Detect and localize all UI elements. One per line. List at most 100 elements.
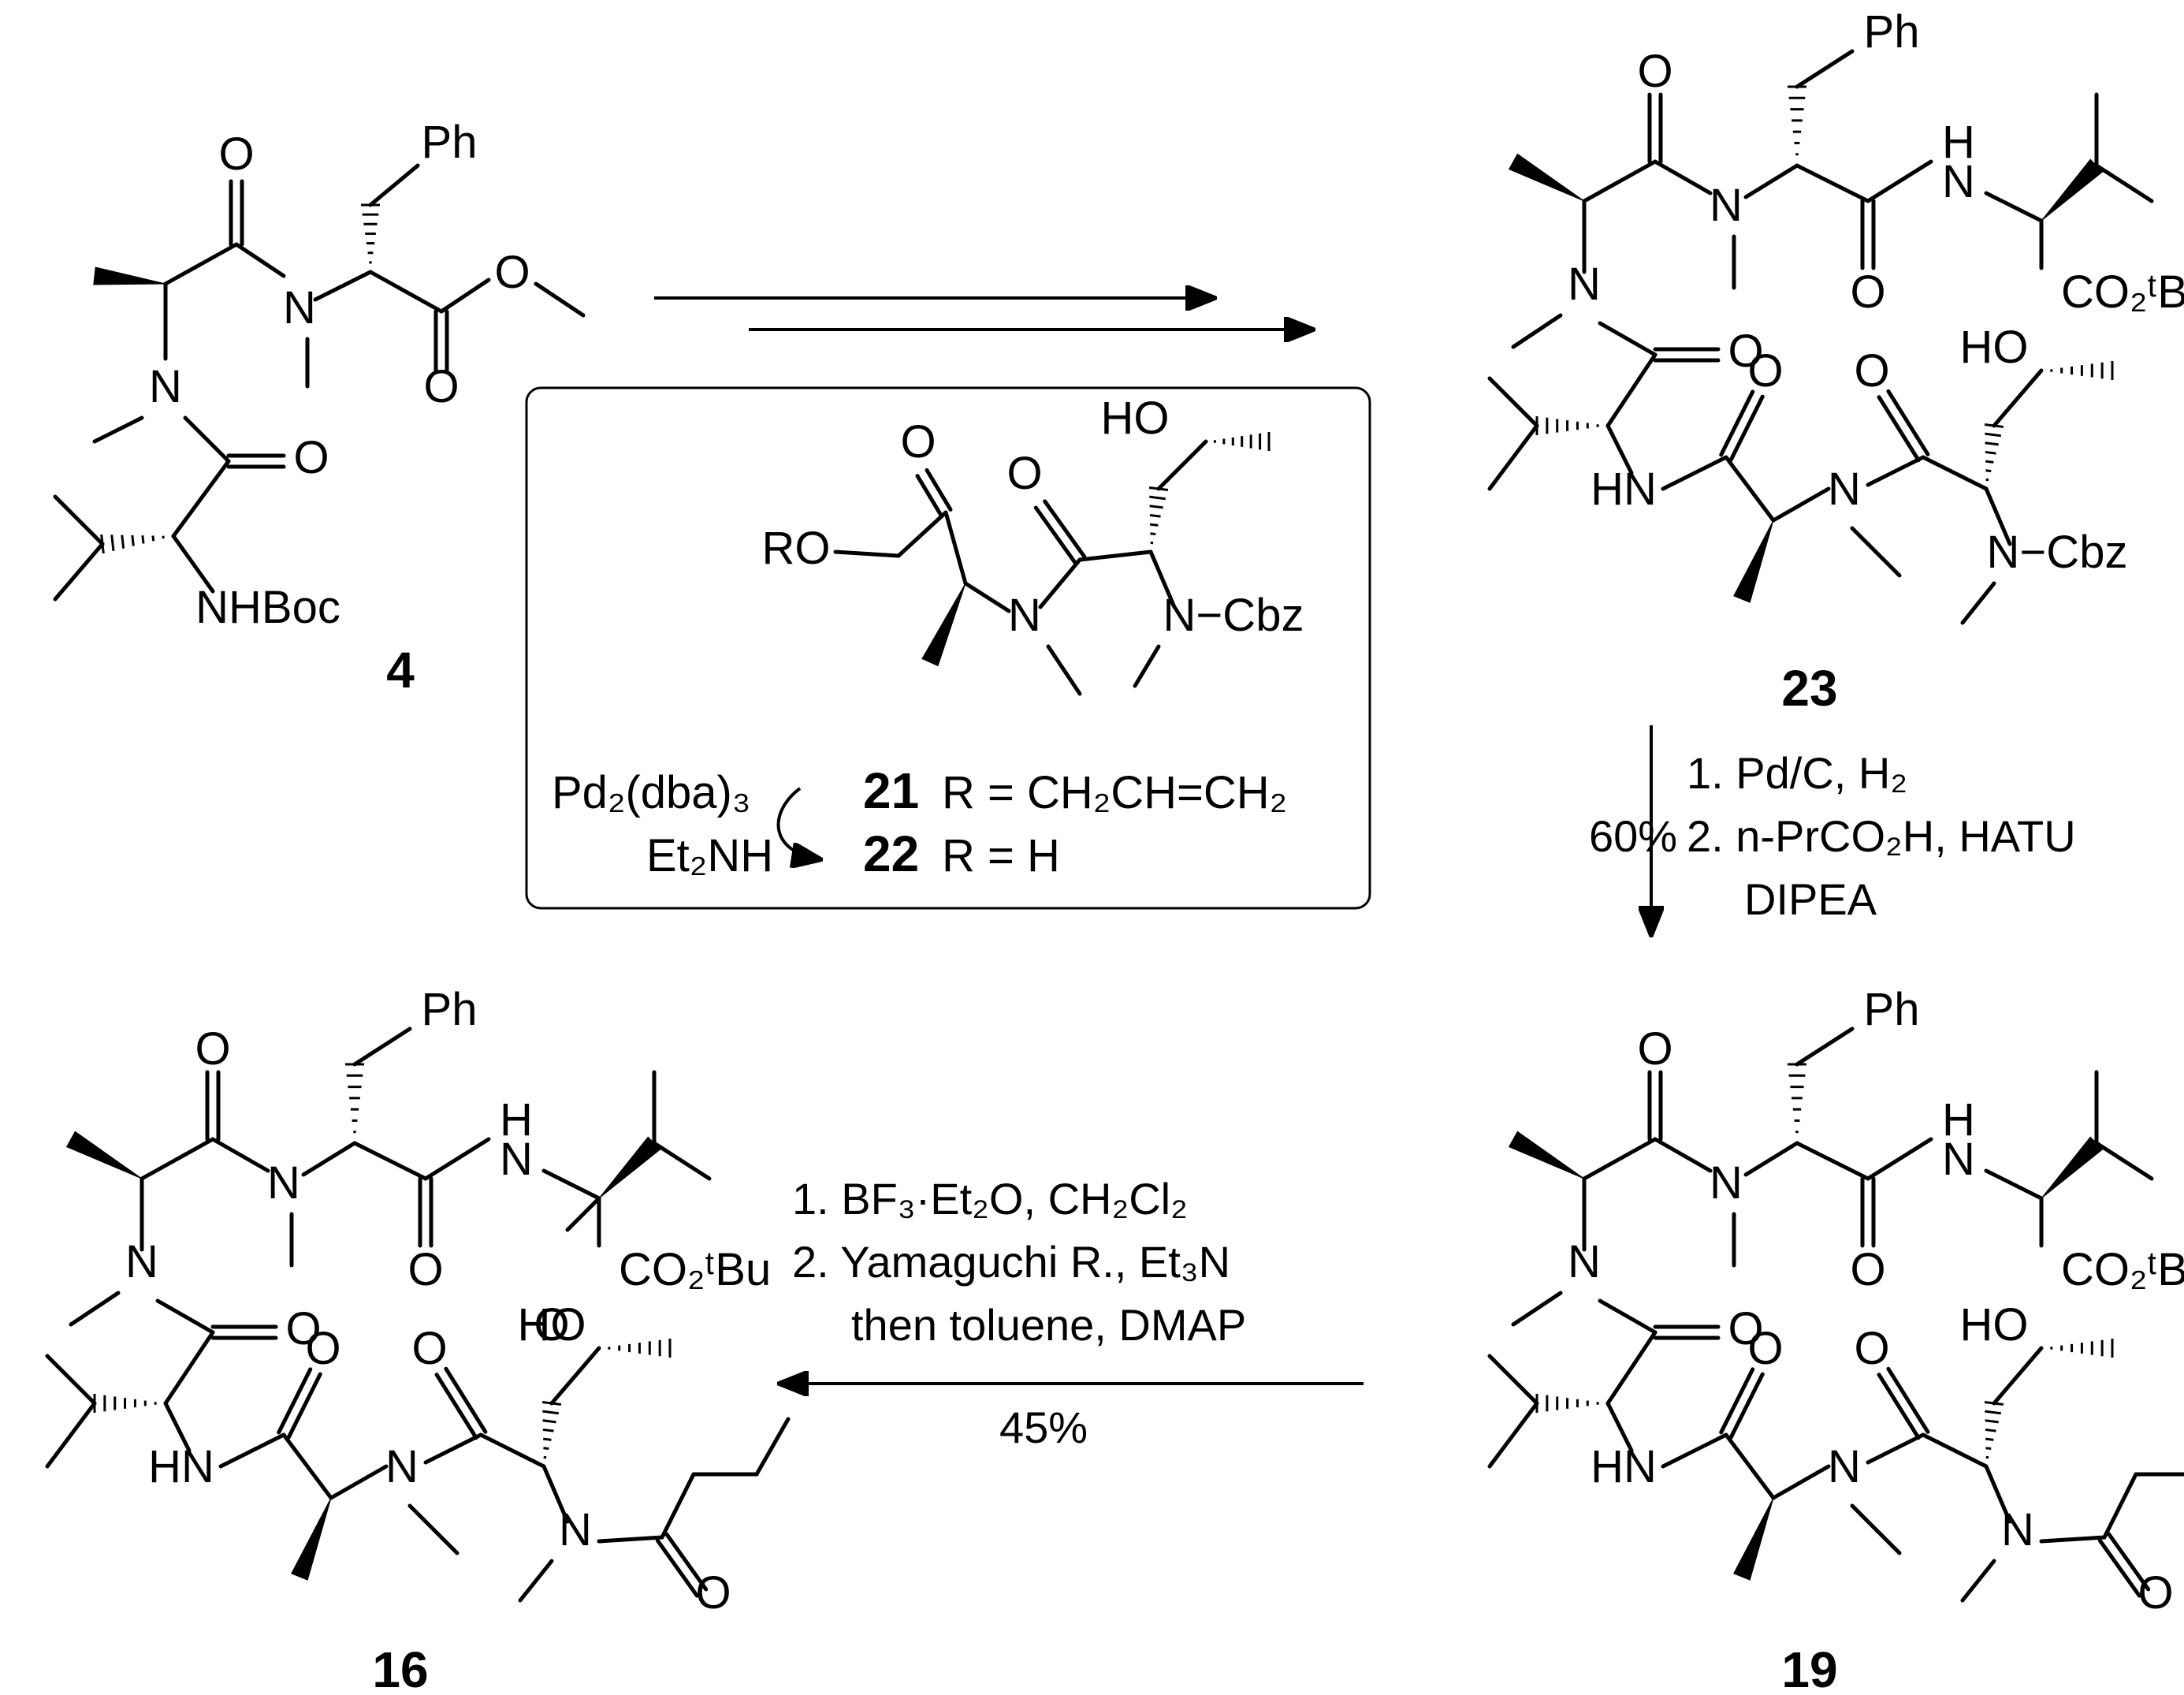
- c4-o4: O: [293, 432, 329, 483]
- bond: [1598, 321, 1658, 357]
- c19-co4: [1719, 1367, 1755, 1435]
- c16-val-wedge: [598, 1136, 661, 1199]
- c16-ala-wedge: [291, 1497, 332, 1581]
- c23-n5: N: [1828, 464, 1861, 515]
- c16-n2: N: [500, 1134, 533, 1185]
- inset-hash: [1149, 505, 1163, 509]
- inset-reagent-pd: Pd₂(dba)₃: [552, 767, 750, 818]
- bond: [53, 494, 105, 546]
- bond: [1605, 423, 1634, 475]
- bond: [1984, 486, 2012, 546]
- c23-o5: O: [1854, 345, 1889, 397]
- c23-n3: N: [1568, 259, 1601, 310]
- inset-box: [525, 386, 1371, 910]
- bond: [368, 270, 444, 314]
- c19-ho: HO: [1960, 1299, 2029, 1350]
- inset-o1: O: [900, 416, 936, 468]
- bond: [171, 459, 231, 538]
- bond: [1984, 1168, 2044, 1201]
- bond: [1771, 1464, 1831, 1500]
- c4-val-hash: [121, 535, 125, 549]
- bond: [1661, 1432, 1728, 1469]
- c16-thr-hash: [542, 1437, 552, 1441]
- bond: [2039, 1535, 2107, 1544]
- c19-o6: O: [2137, 1567, 2173, 1619]
- bond: [1771, 486, 1831, 523]
- bond: [1598, 1298, 1658, 1335]
- bond: [1743, 163, 1799, 199]
- c16-nme3: [69, 1291, 121, 1327]
- bond: [140, 1137, 215, 1181]
- c16-co5: [444, 1366, 488, 1434]
- c23-o3: O: [1728, 326, 1763, 377]
- c16-n1: N: [267, 1157, 300, 1209]
- inset-co2: [1033, 505, 1077, 565]
- c19-nme6: [1960, 1559, 1996, 1603]
- bond: [1487, 1354, 1539, 1406]
- bond: [2094, 1141, 2154, 1181]
- inset-ncbz: N−Cbz: [1163, 590, 1304, 641]
- c16-o4: O: [305, 1323, 340, 1374]
- bond: [541, 1168, 601, 1201]
- bond: [1487, 376, 1539, 428]
- c23-o4: O: [1747, 345, 1783, 397]
- c16-thr-hash: [542, 1419, 556, 1424]
- inset-curved-arrow: [776, 787, 820, 859]
- structure-artwork: ONPhOONONHBocROONOHON−CbzONPhOHNCO₂ᵗBuNO…: [45, 6, 2184, 1619]
- bond: [218, 1432, 286, 1469]
- bond: [1133, 644, 1161, 688]
- c16-o2: O: [407, 1244, 443, 1295]
- c19-o2: O: [1850, 1244, 1885, 1295]
- bond: [1605, 352, 1658, 428]
- bond: [754, 1417, 791, 1477]
- inset-ro: RO: [762, 523, 831, 574]
- c23-val-wedge: [2041, 158, 2104, 222]
- c19-ester: CO₂ᵗBu: [2061, 1244, 2184, 1295]
- c16-o1: O: [195, 1023, 230, 1075]
- c19-o3: O: [1728, 1303, 1763, 1354]
- c23-hn: HN: [1591, 464, 1657, 515]
- c23-ncbz: N−Cbz: [1987, 527, 2128, 578]
- bond: [352, 1026, 412, 1067]
- c4-nhboc: NHBoc: [195, 582, 340, 633]
- c16-o6: O: [695, 1567, 731, 1619]
- cond-19-16-line3: then toluene, DMAP: [851, 1300, 1246, 1350]
- c16-o5: O: [411, 1323, 447, 1374]
- c16-n6: N: [559, 1504, 592, 1555]
- bond: [1653, 1137, 1713, 1173]
- cond-23-19-line3: DIPEA: [1744, 874, 1877, 924]
- c19-me-wedge: [1508, 1131, 1585, 1179]
- c23-thr-hash: [1985, 450, 1996, 455]
- c19-n3: N: [1568, 1236, 1601, 1287]
- bond: [549, 1346, 601, 1406]
- bond: [163, 1401, 192, 1453]
- bond: [2094, 163, 2154, 203]
- bond: [163, 1330, 215, 1406]
- inset-me-wedge: [921, 583, 966, 667]
- inset-r-def-21: R = CH₂CH=CH₂: [942, 767, 1287, 818]
- c16-ph: Ph: [422, 984, 478, 1035]
- c4-o2: O: [423, 361, 459, 412]
- inset-o2: O: [1006, 448, 1042, 499]
- inset-reagent-amine: Et₂NH: [646, 830, 773, 881]
- inset-hash: [1149, 513, 1161, 518]
- bond: [1992, 1346, 2044, 1406]
- bond: [1156, 439, 1208, 491]
- bond: [1743, 1141, 1799, 1177]
- c23-ho: HO: [1960, 322, 2029, 373]
- c16-ring-o: O: [534, 1299, 569, 1350]
- c16-co6: [655, 1538, 699, 1598]
- c19-n5: N: [1828, 1441, 1861, 1492]
- c23-ester: CO₂ᵗBu: [2061, 266, 2184, 318]
- c19-o5: O: [1854, 1323, 1889, 1374]
- c23-ph: Ph: [1864, 6, 1920, 58]
- c19-val-wedge: [2041, 1136, 2104, 1199]
- c16-thr-hash: [543, 1447, 549, 1451]
- bond: [1992, 368, 2044, 428]
- c19-thr-hash: [1985, 1410, 2001, 1415]
- c4-ph: Ph: [422, 117, 478, 168]
- bond: [171, 534, 215, 594]
- c23-thr-hash: [1985, 432, 2001, 438]
